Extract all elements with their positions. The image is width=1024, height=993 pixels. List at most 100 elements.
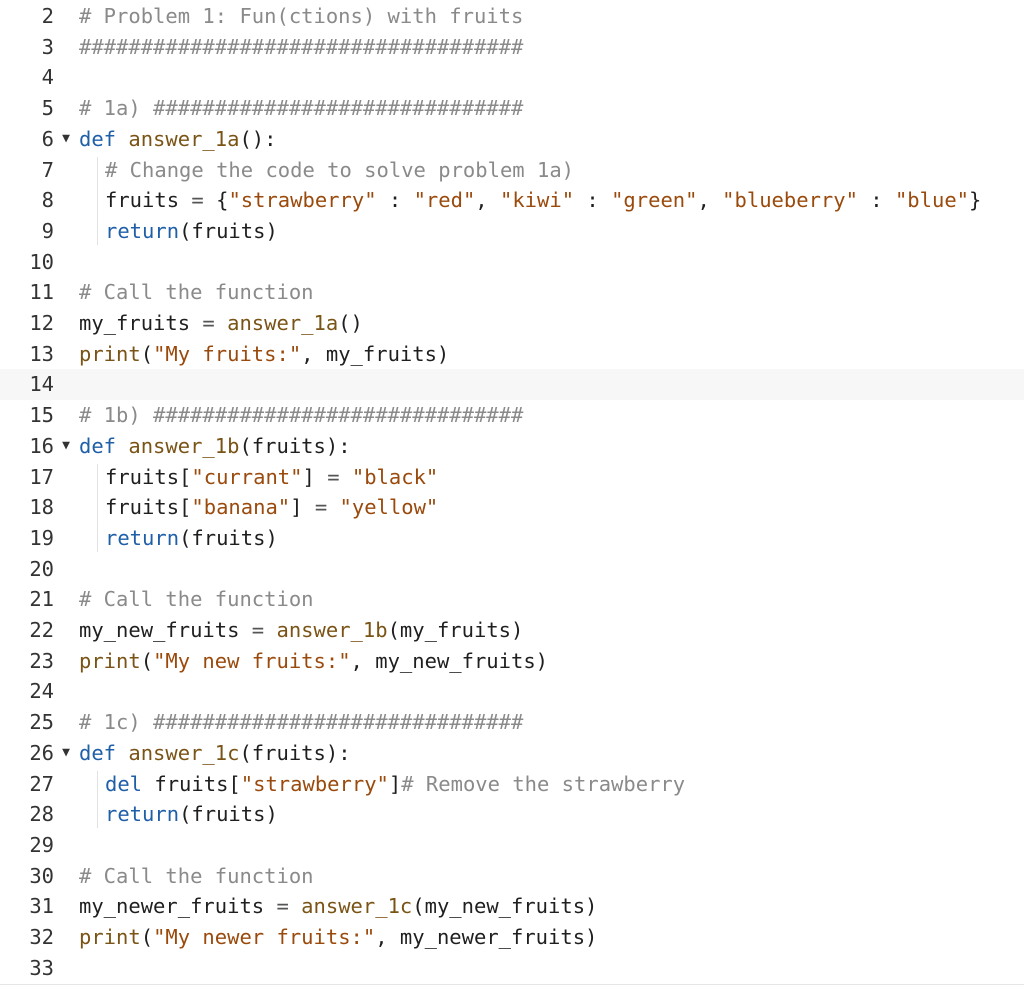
line-number: 23 <box>29 648 54 673</box>
code-token: fruits[ <box>105 464 192 489</box>
code-token: answer_1b <box>276 618 388 642</box>
code-token: return <box>105 802 180 827</box>
code-token: (fruits) <box>179 525 278 550</box>
code-line[interactable]: 11# Call the function <box>0 277 1024 308</box>
code-text: # Call the function <box>79 861 314 892</box>
line-number: 5 <box>41 96 54 121</box>
code-text: # 1b) ############################## <box>79 400 523 431</box>
code-line[interactable]: 15# 1b) ############################## <box>0 400 1024 431</box>
code-token: my_fruits <box>79 311 203 335</box>
code-token: = <box>191 188 217 213</box>
code-line[interactable]: 30# Call the function <box>0 861 1024 892</box>
code-line[interactable]: 29 <box>0 830 1024 861</box>
line-number: 25 <box>29 710 54 735</box>
fold-arrow-icon[interactable]: ▼ <box>62 437 70 453</box>
line-number: 28 <box>29 802 54 827</box>
fold-arrow-icon[interactable]: ▼ <box>62 744 70 760</box>
code-token: my_new_fruits <box>79 618 252 642</box>
line-number: 3 <box>41 34 54 59</box>
line-number: 11 <box>29 280 54 305</box>
line-number: 10 <box>29 249 54 274</box>
code-token: "banana" <box>191 495 291 520</box>
code-text: my_fruits = answer_1a() <box>79 308 363 339</box>
code-token: , my_new_fruits) <box>350 648 549 673</box>
code-token: "blue" <box>894 188 970 213</box>
line-number: 4 <box>41 65 54 90</box>
line-number: 6 <box>41 126 54 151</box>
code-line[interactable]: 32 print("My newer fruits:", my_newer_fru… <box>0 922 1024 953</box>
code-line[interactable]: 24 <box>0 676 1024 707</box>
code-line[interactable]: 33 <box>0 953 1024 984</box>
code-token: "strawberry" <box>228 188 377 213</box>
line-number: 20 <box>29 556 54 581</box>
code-line[interactable]: 10 <box>0 247 1024 278</box>
code-token: print <box>79 925 141 949</box>
code-line[interactable]: 14 <box>0 369 1024 401</box>
code-line[interactable]: 6 ▼ def answer_1a(): <box>0 124 1024 155</box>
code-token: (): <box>239 126 277 151</box>
code-line[interactable]: 28 return(fruits) <box>0 799 1024 830</box>
code-token: print <box>79 341 141 366</box>
code-token: "red" <box>413 188 476 213</box>
code-token: return <box>105 525 180 550</box>
code-text: def answer_1a(): <box>79 124 277 155</box>
code-token: answer_1b <box>128 433 240 458</box>
code-token: "yellow" <box>339 495 439 520</box>
code-text: return(fruits) <box>105 799 278 830</box>
code-token: () <box>338 311 363 335</box>
code-text: my_new_fruits = answer_1b(my_fruits) <box>79 615 523 646</box>
code-token: return <box>105 218 180 243</box>
code-line[interactable]: 25 # 1c) ############################## <box>0 707 1024 738</box>
code-token: # Change the code to solve problem 1a) <box>105 157 574 182</box>
code-token: # 1c) ############################## <box>79 710 524 735</box>
code-line[interactable]: 7# Change the code to solve problem 1a) <box>0 155 1024 186</box>
code-token: # 1b) ############################## <box>79 403 524 428</box>
line-number: 12 <box>29 311 54 335</box>
line-number: 27 <box>29 771 54 796</box>
code-text: print("My newer fruits:", my_newer_fruit… <box>79 922 597 953</box>
code-line[interactable]: 4 <box>0 62 1024 93</box>
code-token: = <box>276 894 302 919</box>
code-text: my_newer_fruits = answer_1c(my_new_fruit… <box>79 891 597 922</box>
code-line[interactable]: 20 <box>0 554 1024 585</box>
code-line[interactable]: 26▼def answer_1c(fruits): <box>0 738 1024 769</box>
code-token: ] <box>290 495 315 520</box>
code-line[interactable]: 21# Call the function <box>0 584 1024 615</box>
code-token: my_newer_fruits <box>79 894 277 919</box>
code-token: "kiwi" <box>499 188 575 213</box>
code-token: : <box>857 188 895 213</box>
code-token: # Remove the strawberry <box>401 771 686 796</box>
line-number: 32 <box>29 925 54 949</box>
code-token: # 1a) ############################## <box>79 96 524 121</box>
code-line[interactable]: 5 # 1a) ############################## <box>0 93 1024 124</box>
indent-guide <box>97 770 98 828</box>
code-line[interactable]: 3#################################### <box>0 32 1024 63</box>
code-token: "My newer fruits:" <box>153 925 376 949</box>
line-number: 24 <box>29 679 54 704</box>
fold-arrow-icon[interactable]: ▼ <box>62 130 70 146</box>
code-text: # 1a) ############################## <box>79 93 523 124</box>
code-text: fruits = {"strawberry" : "red", "kiwi" :… <box>105 185 981 216</box>
line-number: 26 <box>29 740 54 765</box>
code-token: (fruits): <box>239 740 351 765</box>
indent-guide <box>97 156 98 245</box>
line-number: 33 <box>29 955 54 980</box>
code-token: fruits <box>105 188 192 213</box>
line-number: 18 <box>29 495 54 520</box>
code-line[interactable]: 16▼def answer_1b(fruits): <box>0 431 1024 462</box>
code-line[interactable]: 2# Problem 1: Fun(ctions) with fruits <box>0 1 1024 32</box>
code-line[interactable]: 12 my_fruits = answer_1a() <box>0 308 1024 339</box>
code-token: def <box>79 433 129 458</box>
code-token: answer_1c <box>301 894 413 919</box>
